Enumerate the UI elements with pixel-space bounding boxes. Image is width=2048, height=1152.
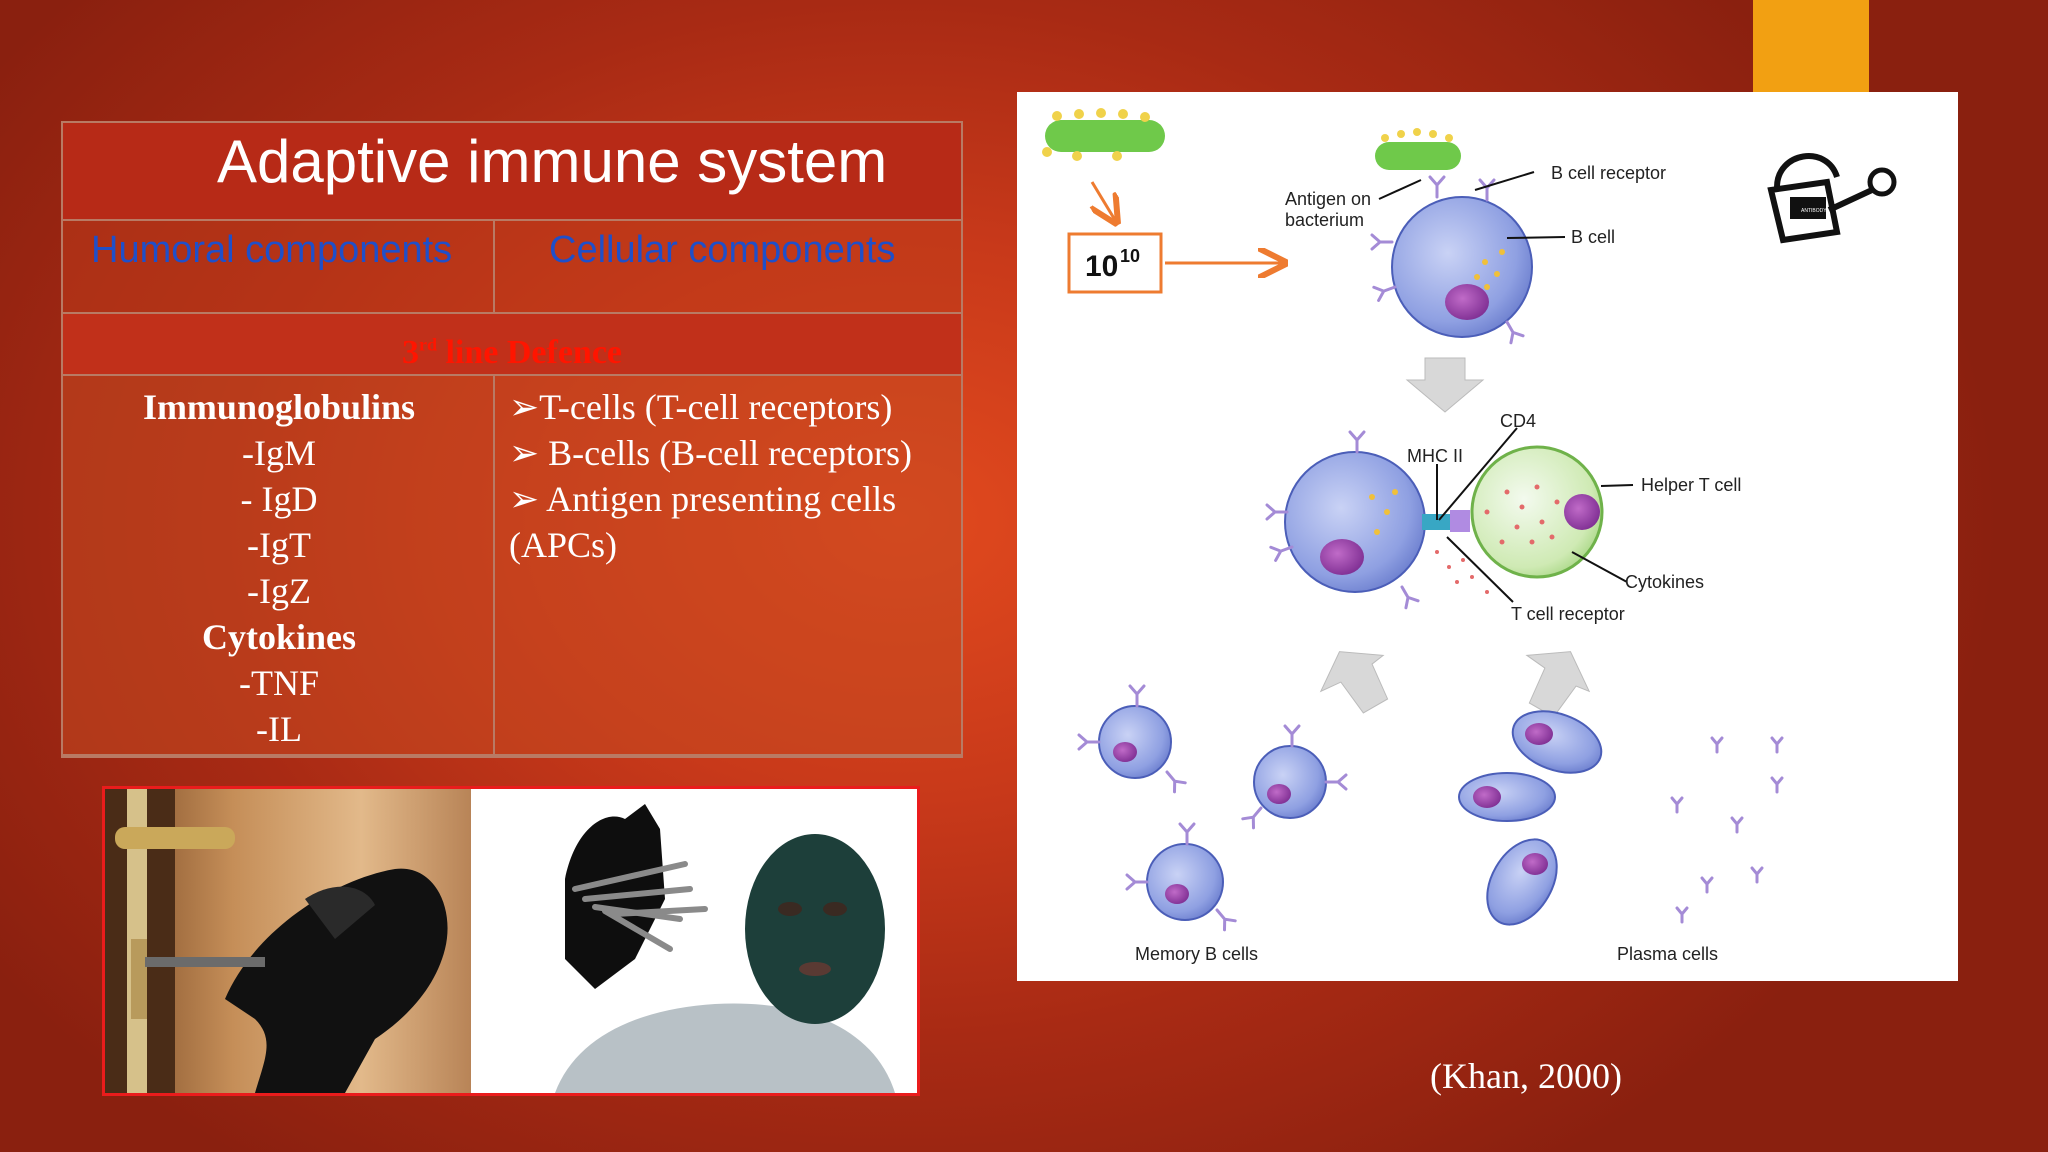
arrow-right-down-icon: [1525, 651, 1591, 718]
antigen-label-1: Antigen on: [1285, 189, 1371, 209]
lock-key-icon: ANTIBODY: [1767, 153, 1897, 244]
count-base: 10: [1085, 250, 1118, 283]
humoral-cell: Immunoglobulins -IgM - IgD -IgT -IgZ Cytokine…: [63, 376, 495, 754]
humoral-list: Immunoglobulins -IgM - IgD -IgT -IgZ Cytokine…: [63, 384, 495, 752]
humoral-item: Cytokines: [201, 617, 357, 657]
accent-bar: [1753, 0, 1869, 92]
b-cell: [1370, 175, 1533, 345]
cd4-label: CD4: [1500, 411, 1536, 431]
door-lock-photo: [105, 789, 471, 1093]
t-cell-receptor-label: T cell receptor: [1511, 604, 1625, 624]
cellular-cell: ➢T-cells (T-cell receptors) ➢ B-cells (B-…: [495, 376, 961, 754]
humoral-item: -IgT: [247, 525, 311, 565]
bacterium-icon-2: [1375, 128, 1461, 170]
header-row: Humoral components Cellular components: [63, 221, 961, 314]
cellular-item: ➢ B-cells (B-cell receptors): [509, 433, 912, 473]
body-row: Immunoglobulins -IgM - IgD -IgT -IgZ Cytokine…: [63, 376, 961, 756]
cellular-header: Cellular components: [549, 229, 896, 271]
bacterium-icon: [1042, 108, 1165, 161]
humoral-item: -IgM: [242, 433, 316, 473]
slide-title: Adaptive immune system: [217, 128, 888, 195]
b-cell-label: B cell: [1571, 227, 1615, 247]
humoral-item: -TNF: [239, 663, 319, 703]
helper-t-cell: [1470, 445, 1604, 579]
humoral-header: Humoral components: [91, 229, 453, 271]
defence-label: 3rd line Defence: [401, 334, 623, 372]
citation: (Khan, 2000): [1430, 1056, 1622, 1096]
burglar-keys-photo: [515, 789, 917, 1093]
cellular-list: ➢T-cells (T-cell receptors) ➢ B-cells (B-…: [509, 384, 953, 568]
antigen-label-2: bacterium: [1285, 210, 1364, 230]
mhc-label: MHC II: [1407, 446, 1463, 466]
plasma-cells: [1458, 710, 1784, 926]
humoral-item: Immunoglobulins: [142, 387, 416, 427]
humoral-item: -IL: [256, 709, 302, 749]
count-box: [1067, 232, 1163, 294]
mhc-complex: [1422, 514, 1450, 530]
cellular-item: ➢ Antigen presenting cells: [509, 479, 897, 519]
helper-t-label: Helper T cell: [1641, 475, 1741, 495]
arrow-left-down-icon: [1319, 651, 1389, 714]
humoral-header-cell: Humoral components: [63, 221, 495, 312]
cellular-item: (APCs): [509, 525, 618, 565]
count-exponent: 10: [1120, 246, 1140, 266]
memory-b-label: Memory B cells: [1135, 944, 1258, 964]
plasma-label: Plasma cells: [1617, 944, 1718, 964]
svg-text:ANTIBODY: ANTIBODY: [1801, 208, 1827, 214]
humoral-item: - IgD: [240, 479, 318, 519]
arrow-down-icon-2: [1405, 357, 1485, 413]
title-row: Adaptive immune system: [63, 123, 961, 221]
cytokines-label: Cytokines: [1625, 572, 1704, 592]
b-cell-receptor-label: B cell receptor: [1551, 163, 1666, 183]
arrow-down-icon: [1092, 181, 1115, 220]
photo-strip: [102, 786, 920, 1096]
memory-b-cells: [1077, 684, 1348, 932]
cellular-item: ➢T-cells (T-cell receptors): [509, 387, 893, 427]
adaptive-immune-table: Adaptive immune system Humoral component…: [61, 121, 963, 758]
antigen-presenting-b-cell: [1265, 430, 1426, 610]
b-cell-activation-diagram: 10 10 ANTIBODY: [1017, 92, 1958, 981]
humoral-item: -IgZ: [247, 571, 311, 611]
defence-row: 3rd line Defence: [63, 314, 961, 376]
cellular-header-cell: Cellular components: [495, 221, 961, 312]
